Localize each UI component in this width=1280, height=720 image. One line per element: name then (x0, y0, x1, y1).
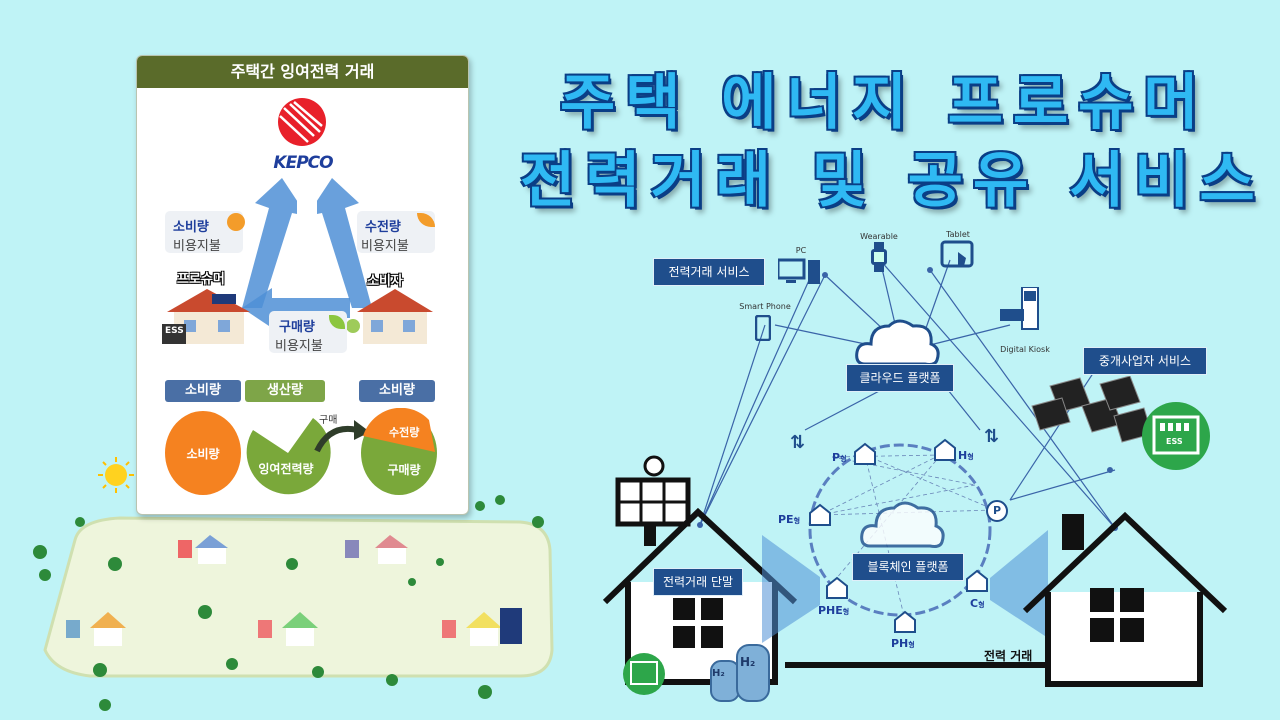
consumption-blob (165, 411, 241, 495)
payment-label: 비용지불 (361, 239, 409, 254)
hydrogen-tank-icon (710, 644, 770, 702)
node-pe: PE형 (778, 513, 801, 526)
village-house (258, 612, 318, 646)
village-house (66, 612, 126, 646)
usage-pie-icon (417, 213, 435, 227)
payment-label: 비용지불 (173, 239, 221, 254)
title-line1: 주택 에너지 프로슈머 (560, 68, 1209, 138)
pc-label: PC (795, 246, 807, 255)
blob-consumption-text: 소비량 (186, 447, 220, 461)
curved-arrow-icon (314, 420, 370, 453)
solar-panels-icon (1031, 376, 1153, 443)
leaf-icon (329, 315, 345, 329)
village-illustration (33, 495, 554, 711)
blob-surplus-text: 잉여전력량 (258, 462, 314, 476)
blob-purchase-text: 구매량 (387, 463, 421, 477)
village-house (345, 535, 408, 564)
node-house-icon (826, 576, 848, 599)
purchase-label: 구매량 (279, 320, 315, 335)
arrow-up-icon (242, 178, 297, 308)
title-block: 주택 에너지 프로슈머 전력거래 및 공유 서비스 (490, 12, 1270, 216)
purchase-arrow-label: 구매 (319, 415, 338, 426)
usage-card-right: 수전량 비용지불 (357, 211, 435, 254)
panel-title: 주택간 잉여전력 거래 (137, 56, 468, 88)
pc-icon (778, 258, 820, 284)
blockchain-platform-box: 블록체인 플랫폼 (852, 553, 964, 581)
node-house-icon (854, 442, 876, 465)
node-phe: PHE형 (818, 604, 850, 617)
exchange-icon: ⇅ (790, 432, 806, 453)
pill-production: 생산량 (245, 380, 325, 402)
received-blob (361, 408, 437, 495)
consumer-label: 소비자 (367, 274, 403, 289)
usage-card-left: 소비량 비용지불 (165, 211, 245, 254)
ess-label: ESS (1166, 437, 1183, 446)
h2-label: H₂ (740, 655, 756, 669)
payment-label: 비용지불 (275, 339, 323, 354)
node-ph: PH형 (891, 637, 915, 650)
trade-service-box: 전력거래 서비스 (653, 258, 765, 286)
village-house (178, 535, 228, 564)
pill-consumption: 소비량 (165, 380, 241, 402)
node-house-icon (809, 503, 831, 526)
node-house-icon (894, 610, 916, 633)
smartphone-icon (755, 315, 771, 341)
received-label: 수전량 (365, 220, 401, 235)
blob-received-text: 수전량 (389, 426, 420, 439)
ess-icon (623, 653, 665, 695)
ess-icon (1142, 402, 1210, 470)
surplus-blob (246, 418, 331, 495)
node-house-icon (966, 569, 988, 592)
exchange-icon: ⇅ (984, 426, 1000, 447)
smartphone-label: Smart Phone (739, 302, 791, 311)
prosumer-label: 프로슈머 (177, 272, 225, 287)
beam-left (762, 535, 820, 643)
node-p: P형 (832, 451, 847, 464)
trade-label: 전력 거래 (984, 649, 1033, 663)
kiosk-icon (1000, 287, 1039, 330)
purchase-card: 구매량 비용지불 (269, 311, 347, 354)
title-line2: 전력거래 및 공유 서비스 (520, 146, 1265, 216)
broker-service-box: 중개사업자 서비스 (1083, 347, 1207, 375)
node-c: C형 (970, 597, 985, 610)
cloud-icon (855, 319, 940, 366)
usage-label: 소비량 (173, 220, 209, 235)
prosumer-house-icon (162, 289, 250, 344)
sun-icon (98, 457, 134, 493)
wearable-label: Wearable (860, 232, 898, 241)
consumer-house-icon (347, 289, 433, 344)
parking-icon: P (986, 500, 1008, 522)
ess-label: ESS (165, 326, 184, 336)
node-house-icon (934, 438, 956, 461)
node-h: H형 (958, 449, 974, 462)
cloud-platform-box: 클라우드 플랫폼 (846, 364, 954, 392)
tablet-label: Tablet (946, 230, 970, 239)
surplus-trade-panel: 주택간 잉여전력 거래 KEPCO 소비량 비용지불 수전량 비용지불 구매량 … (136, 55, 469, 515)
arrow-up-icon (317, 178, 372, 308)
blockchain-cloud-icon (860, 501, 945, 548)
kiosk-label: Digital Kiosk (1000, 345, 1050, 354)
village-house (442, 608, 522, 646)
h2-label: H₂ (712, 668, 725, 679)
beam-right (990, 530, 1048, 638)
pill-consumption: 소비량 (359, 380, 435, 402)
tablet-icon (940, 240, 974, 268)
usage-pie-icon (227, 213, 245, 231)
kepco-logo (278, 98, 326, 146)
terminal-box: 전력거래 단말 (653, 568, 743, 596)
consumer-house-outline (1022, 511, 1228, 687)
logo-text: KEPCO (273, 153, 333, 173)
trade-line (785, 662, 1050, 668)
wearable-icon (871, 242, 887, 272)
